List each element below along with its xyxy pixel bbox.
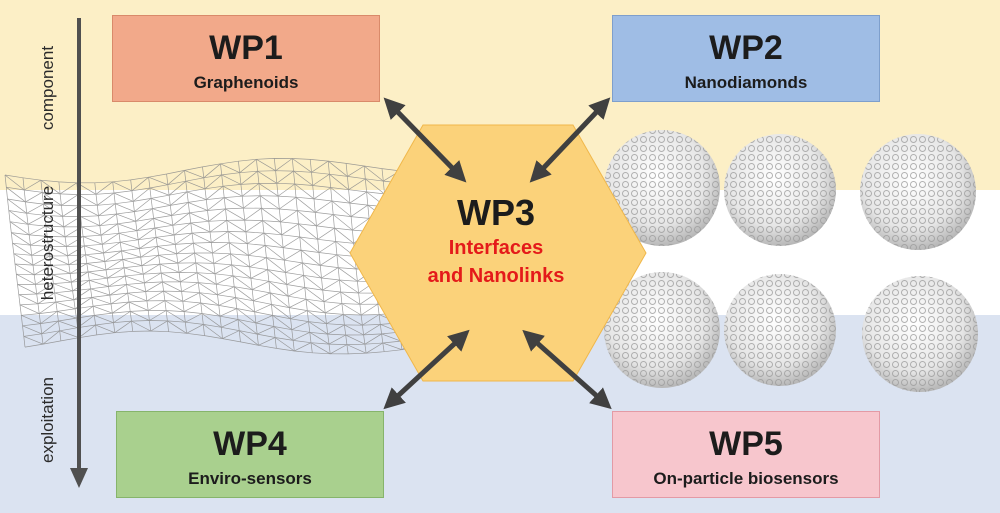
wp3-subtitle-line2: and Nanolinks <box>427 265 565 287</box>
wp5-title: WP5 <box>709 425 783 463</box>
arrow-wp4-wp3 <box>383 329 470 410</box>
double-headed-arrow-icon <box>383 97 612 410</box>
exploitation-label: exploitation <box>38 376 57 464</box>
wp1-title: WP1 <box>209 29 283 67</box>
arrow-wp5-wp3 <box>522 329 612 410</box>
wp3-title: WP3 <box>456 192 535 233</box>
nanodiamond-2 <box>724 134 836 246</box>
nanodiamond-1 <box>604 130 720 246</box>
wp1-subtitle: Graphenoids <box>193 73 299 92</box>
wp5-box[interactable]: WP5 On-particle biosensors <box>612 411 880 498</box>
wp2-box[interactable]: WP2 Nanodiamonds <box>612 15 880 102</box>
wp1-box[interactable]: WP1 Graphenoids <box>112 15 380 102</box>
wp4-subtitle: Enviro-sensors <box>188 469 312 488</box>
wp3-label: WP3 Interfaces and Nanolinks <box>386 192 606 290</box>
nanodiamond-5 <box>724 274 836 386</box>
vertical-progression-arrow <box>70 18 88 488</box>
component-label: component <box>38 45 57 131</box>
nanodiamond-cluster-icon <box>604 130 978 392</box>
arrow-wp2-wp3 <box>529 97 611 183</box>
nanodiamond-4 <box>604 272 720 388</box>
wp2-title: WP2 <box>709 29 783 67</box>
wp2-subtitle: Nanodiamonds <box>684 73 808 92</box>
wp4-box[interactable]: WP4 Enviro-sensors <box>116 411 384 498</box>
wp3-subtitle-line1: Interfaces <box>448 237 544 259</box>
nanodiamond-6 <box>862 276 978 392</box>
heterostructure-label: heterostructure <box>38 185 57 301</box>
arrow-wp1-wp3 <box>383 97 467 183</box>
wp4-title: WP4 <box>213 425 287 463</box>
nanodiamond-3 <box>860 134 976 250</box>
wp5-subtitle: On-particle biosensors <box>653 469 839 488</box>
